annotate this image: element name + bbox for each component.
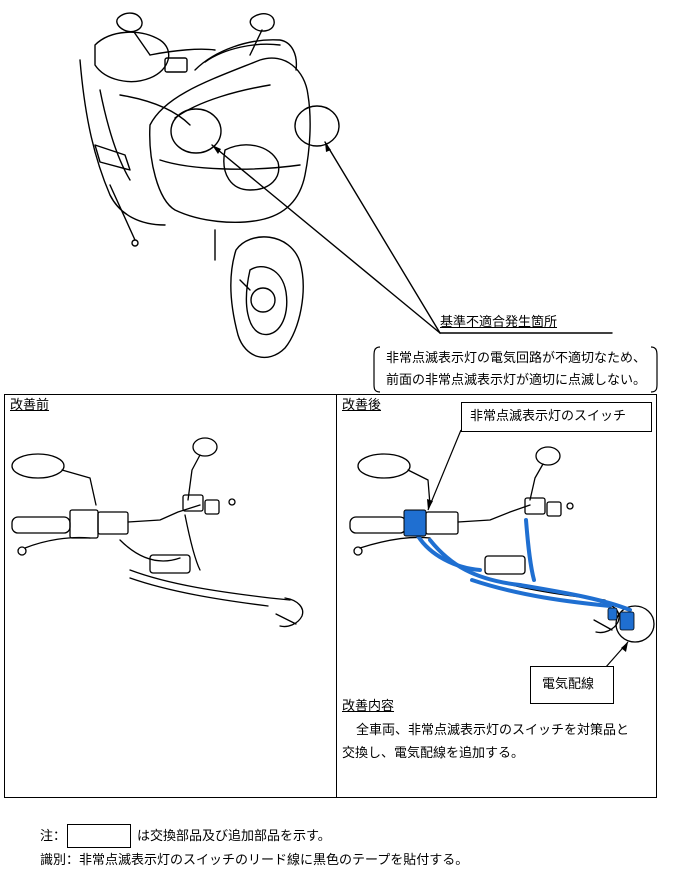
note-legend-swatch	[67, 824, 131, 848]
switch-callout-text: 非常点滅表示灯のスイッチ	[470, 409, 627, 424]
note-text: は交換部品及び追加部品を示す。	[137, 829, 331, 844]
improvement-line1: 全車両、非常点滅表示灯のスイッチを対策品と	[356, 723, 630, 738]
location-callout-line2: 前面の非常点滅表示灯が適切に点滅しない。	[386, 373, 647, 388]
identification-line: 識別：非常点滅表示灯のスイッチのリード線に黒色のテープを貼付する。	[40, 853, 469, 868]
comparison-divider	[336, 394, 337, 798]
improvement-heading: 改善内容	[342, 699, 395, 714]
location-callout-line1: 非常点滅表示灯の電気回路が不適切なため、	[386, 351, 647, 366]
after-label: 改善後	[342, 398, 382, 413]
location-callout-title: 基準不適合発生箇所	[440, 315, 558, 330]
improvement-line2: 交換し、電気配線を追加する。	[342, 746, 525, 761]
wiring-callout-text: 電気配線	[542, 677, 595, 692]
comparison-frame	[4, 394, 657, 798]
switch-callout-box: 非常点滅表示灯のスイッチ	[461, 402, 652, 432]
replaced-switch-highlight	[403, 509, 427, 537]
before-label: 改善前	[10, 398, 50, 413]
wiring-callout-box: 電気配線	[530, 666, 614, 704]
note-prefix: 注：	[40, 829, 67, 844]
